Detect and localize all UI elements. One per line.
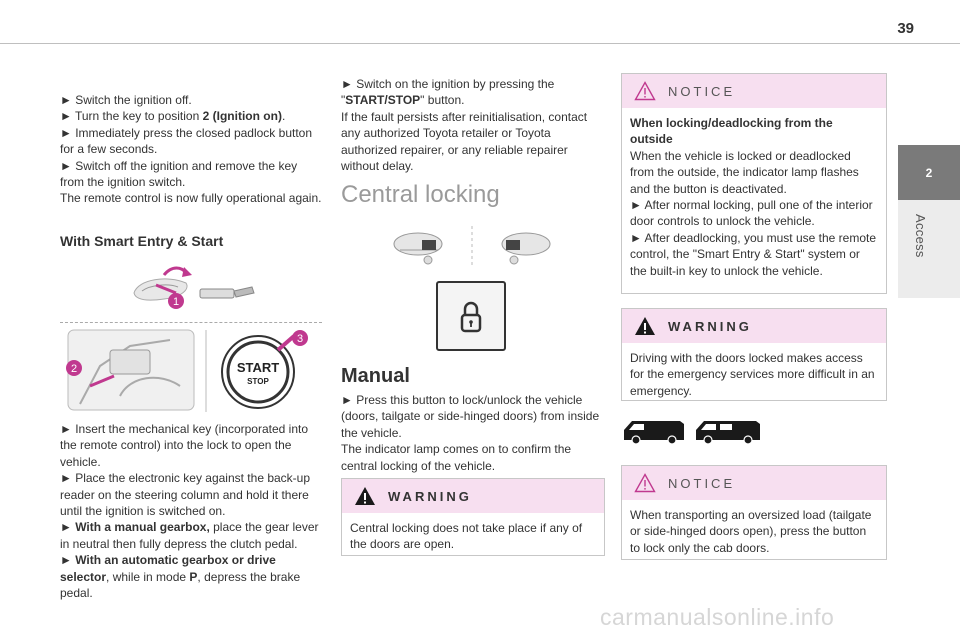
stop-label: STOP [247, 377, 269, 386]
van-icons [624, 421, 760, 445]
callout-1-badge [168, 293, 184, 309]
warning-title: WARNING [668, 318, 752, 334]
notice-subtitle: When locking/deadlocking from the outsid… [630, 116, 833, 147]
remote-operational-note: The remote control is now fully operatio… [60, 191, 322, 206]
left-column-bottom: ► Insert the mechanical key (incorporate… [60, 421, 325, 601]
van-icon [696, 421, 760, 445]
step-turn-key: ► Turn the key to position 2 (Ignition o… [60, 109, 286, 124]
callout-2-badge [66, 360, 82, 376]
key-lock-illustration: 1 [133, 266, 255, 309]
watermark: carmanualsonline.info [600, 604, 835, 630]
notice-icon [634, 81, 656, 101]
start-label: START [237, 360, 279, 375]
step-automatic-gearbox: ► With an automatic gearbox or drive sel… [60, 553, 301, 601]
notice-box-locking: NOTICE When locking/deadlocking from the… [621, 73, 887, 294]
notice-title: NOTICE [668, 475, 736, 491]
notice-title: NOTICE [668, 83, 736, 99]
warning-text: Central locking does not take place if a… [350, 521, 583, 552]
notice-icon [634, 473, 656, 493]
warning-icon [635, 317, 655, 335]
warning-box-driving: WARNING Driving with the doors locked ma… [621, 308, 887, 401]
chapter-strip [898, 200, 960, 298]
illustration-divider [60, 322, 322, 323]
warning-header: WARNING [342, 479, 604, 513]
fault-persists-note: If the fault persists after reinitialisa… [341, 109, 588, 174]
callout-1: 1 [173, 296, 179, 308]
warning-title: WARNING [388, 488, 472, 504]
notice-header: NOTICE [622, 466, 886, 500]
callout-2: 2 [71, 363, 77, 375]
left-column-top: ► Switch the ignition off. ► Turn the ke… [60, 92, 322, 207]
notice-box-oversized-load: NOTICE When transporting an oversized lo… [621, 465, 887, 560]
step-backup-reader: ► Place the electronic key against the b… [60, 471, 311, 519]
van-icon [624, 421, 684, 445]
steering-wheel-illustration [393, 226, 551, 268]
warning-box-central-locking: WARNING Central locking does not take pl… [341, 478, 605, 556]
step-press-lock-button: ► Press this button to lock/unlock the v… [341, 393, 600, 440]
central-locking-heading: Central locking [341, 181, 500, 208]
central-lock-button-icon[interactable] [436, 281, 506, 351]
warning-text: Driving with the doors locked makes acce… [630, 351, 875, 398]
chapter-label: Access [913, 214, 928, 258]
middle-column-top: ► Switch on the ignition by pressing the… [341, 76, 603, 174]
manual-heading: Manual [341, 365, 410, 387]
smart-entry-heading: With Smart Entry & Start [60, 233, 224, 249]
step-press-padlock: ► Immediately press the closed padlock b… [60, 125, 313, 157]
notice-text: When transporting an oversized load (tai… [630, 508, 872, 555]
notice-text-2: ► After normal locking, pull one of the … [630, 198, 873, 229]
notice-text-1: When the vehicle is locked or deadlocked… [630, 148, 859, 196]
step-ignition-off: ► Switch the ignition off. [60, 93, 192, 107]
step-remove-key: ► Switch off the ignition and remove the… [60, 158, 298, 190]
page-number: 39 [897, 20, 914, 37]
chapter-tab[interactable]: 2 [898, 145, 960, 200]
notice-text-3: ► After deadlocking, you must use the re… [630, 230, 877, 278]
callout-3-badge [292, 330, 308, 346]
start-stop-illustration: 2 START STOP 3 [66, 329, 308, 412]
indicator-lamp-note: The indicator lamp comes on to confirm t… [341, 442, 572, 473]
step-manual-gearbox: ► With a manual gearbox, place the gear … [60, 520, 319, 551]
callout-3: 3 [297, 333, 303, 345]
step-switch-on-ignition: ► Switch on the ignition by pressing the… [341, 77, 555, 108]
header-rule [0, 43, 960, 44]
middle-column-bottom: ► Press this button to lock/unlock the v… [341, 392, 606, 474]
step-insert-key: ► Insert the mechanical key (incorporate… [60, 422, 308, 469]
warning-icon [355, 487, 375, 505]
warning-header: WARNING [622, 309, 886, 343]
notice-header: NOTICE [622, 74, 886, 108]
chapter-number: 2 [925, 165, 933, 180]
